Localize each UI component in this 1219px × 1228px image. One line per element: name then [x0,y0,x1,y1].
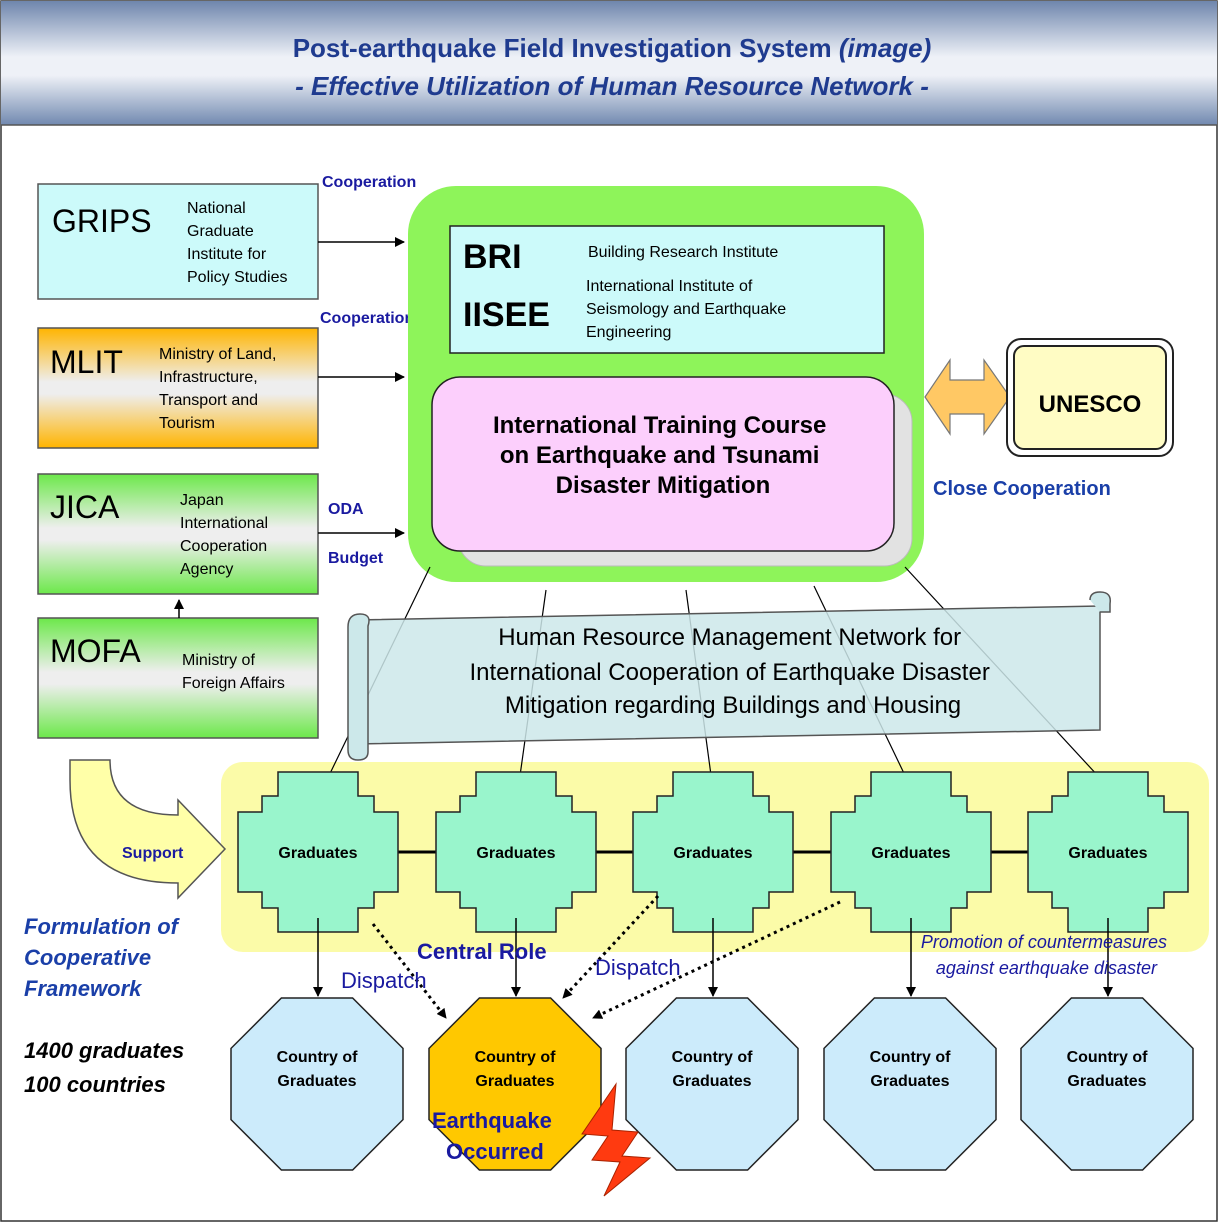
grips-box: GRIPS National Graduate Institute for Po… [37,183,319,300]
dispatch-arrows [371,894,841,1020]
graduates-label: Graduates [871,845,950,862]
header-title: Post-earthquake Field Investigation Syst… [293,33,932,63]
network-title: Human Resource Management Network for In… [470,624,997,719]
cooperation-label-mid: Cooperation [320,310,414,327]
jica-box: JICA Japan International Cooperation Age… [37,473,319,595]
country-label: Graduates [277,1073,356,1090]
stats-label: 1400 graduates 100 countries [24,1038,190,1097]
mofa-abbr: MOFA [50,633,141,669]
graduates-label: Graduates [278,845,357,862]
graduates-node: Graduates [435,771,597,933]
mlit-abbr: MLIT [50,344,123,380]
grips-name: National Graduate Institute for Policy S… [187,200,288,286]
mlit-box: MLIT Ministry of Land, Infrastructure, T… [37,327,319,449]
country-label: Country of [870,1049,952,1066]
country-node: Country of Graduates [230,997,404,1171]
bri-name: Building Research Institute [588,244,778,261]
graduates-label: Graduates [673,845,752,862]
training-course-box: International Training Course on Earthqu… [431,376,913,567]
bri-iisee-box: BRI IISEE Building Research Institute In… [449,225,885,354]
framework-label: Formulation of Cooperative Framework [24,914,184,1001]
cooperation-label-top: Cooperation [322,174,416,191]
dispatch-label-right: Dispatch [595,955,681,980]
central-role-label: Central Role [417,939,547,964]
graduates-node: Graduates [237,771,399,933]
grips-abbr: GRIPS [52,203,152,239]
support-label: Support [122,845,184,862]
oda-label: ODA [328,501,364,518]
country-label: Country of [475,1049,557,1066]
network-scroll: Human Resource Management Network for In… [347,591,1112,761]
iisee-name: International Institute of Seismology an… [586,278,791,341]
jica-name: Japan International Cooperation Agency [180,492,273,578]
budget-label: Budget [328,550,384,567]
iisee-abbr: IISEE [463,296,550,334]
country-label: Graduates [672,1073,751,1090]
graduates-label: Graduates [1068,845,1147,862]
graduates-layer: Graduates Graduates Graduates Graduates Grad… [237,771,1189,933]
lightning-icon [581,1082,652,1197]
earthquake-occurred-label: Earthquake Occurred [432,1108,558,1164]
affected-country-node: Country of Graduates [428,997,602,1171]
unesco-box: UNESCO [1006,338,1174,457]
mofa-name: Ministry of Foreign Affairs [182,652,285,692]
bri-abbr: BRI [463,238,522,276]
training-course-title: International Training Course on Earthqu… [493,412,833,499]
header-subtitle: - Effective Utilization of Human Resourc… [295,71,929,101]
country-node: Country of Graduates [625,997,799,1171]
mlit-name: Ministry of Land, Infrastructure, Transp… [159,346,281,432]
dispatch-label-left: Dispatch [341,968,427,993]
country-label: Country of [672,1049,754,1066]
graduates-node: Graduates [1027,771,1189,933]
unesco-label: UNESCO [1039,391,1142,418]
mofa-box: MOFA Ministry of Foreign Affairs [37,617,319,739]
country-label: Country of [277,1049,359,1066]
support-arrow [69,759,227,900]
country-label: Graduates [1067,1073,1146,1090]
promotion-label: Promotion of countermeasures against ear… [921,932,1172,978]
header-banner [1,1,1217,125]
country-label: Graduates [475,1073,554,1090]
country-label: Country of [1067,1049,1149,1066]
country-label: Graduates [870,1073,949,1090]
graduates-label: Graduates [476,845,555,862]
jica-abbr: JICA [50,489,120,525]
close-cooperation-label: Close Cooperation [933,478,1111,500]
graduate-to-country-arrows [313,918,1113,997]
graduates-node: Graduates [830,771,992,933]
country-node: Country of Graduates [1020,997,1194,1171]
graduates-node: Graduates [632,771,794,933]
country-node: Country of Graduates [823,997,997,1171]
